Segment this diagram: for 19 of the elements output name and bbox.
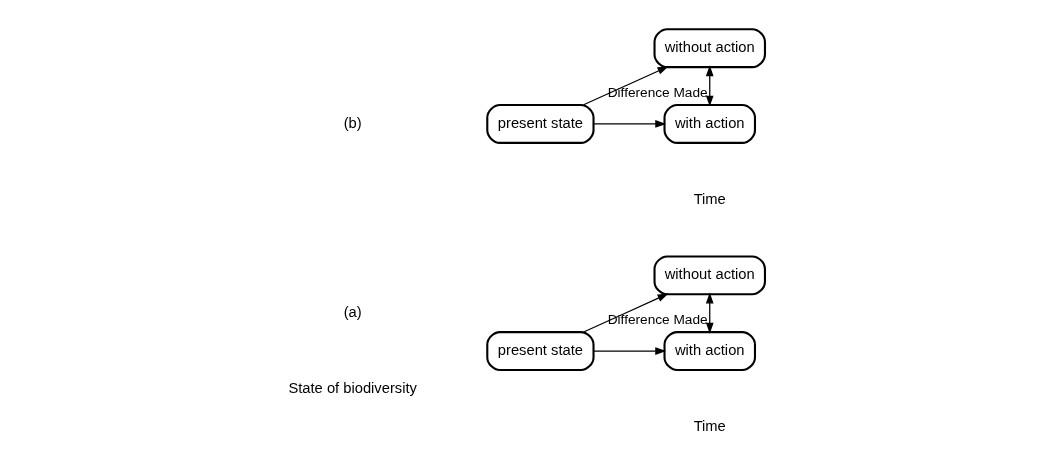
label: State of biodiversity xyxy=(288,379,417,396)
arrow xyxy=(705,292,714,334)
label: Time xyxy=(693,190,726,207)
arrow xyxy=(593,120,667,128)
arrow xyxy=(583,66,669,106)
node-box: present state xyxy=(486,103,595,144)
node-box: without action xyxy=(653,28,766,69)
node-box: present state xyxy=(486,331,595,372)
label: (a) xyxy=(343,304,362,321)
edge-label: Difference Made xyxy=(607,311,708,327)
arrow xyxy=(583,293,669,333)
node-box: without action xyxy=(653,255,766,296)
node-box: with action xyxy=(663,103,756,144)
arrow xyxy=(593,347,667,355)
arrow xyxy=(705,65,714,107)
edge-label: Difference Made xyxy=(607,84,708,100)
label: (b) xyxy=(343,114,362,131)
label: Time xyxy=(693,417,726,434)
node-box: with action xyxy=(663,331,756,372)
